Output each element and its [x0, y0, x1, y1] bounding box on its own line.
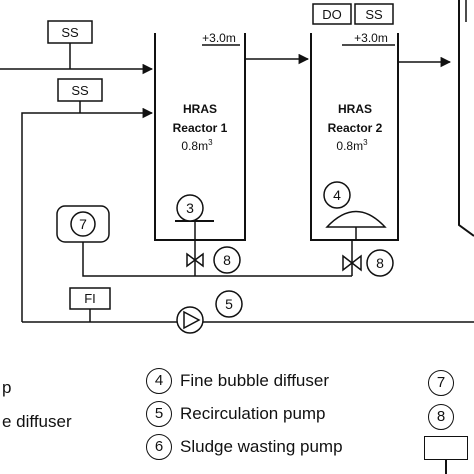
label-3-circle	[176, 194, 204, 222]
label-5: 5	[225, 296, 233, 312]
label-7-circle	[70, 211, 96, 237]
label-5-circle	[215, 290, 243, 318]
recirculation-pump-triangle	[183, 310, 201, 330]
label-8a-circle	[213, 246, 241, 274]
ss-left-sensor-label: SS	[61, 25, 79, 40]
label-8a: 8	[223, 252, 231, 268]
legend-8-circle: 8	[428, 404, 454, 430]
legend-5-circle: 5	[146, 401, 172, 427]
ss-left-sensor-box	[47, 20, 93, 44]
reactor2-volume: 0.8m3	[336, 138, 368, 153]
label-4-circle	[323, 181, 351, 209]
fi-sensor-label: FI	[84, 291, 96, 306]
air-supply-line	[82, 242, 352, 277]
legend-6-circle: 6	[146, 434, 172, 460]
label-4: 4	[333, 187, 341, 203]
reactor1-volume: 0.8m3	[181, 138, 213, 153]
valve-r2-icon	[342, 254, 362, 272]
reactor1-name: Reactor 1	[173, 121, 228, 135]
legend-4-text: Fine bubble diffuser	[180, 371, 330, 390]
label-3: 3	[186, 200, 194, 216]
reactor2-title: HRAS	[338, 102, 372, 116]
reactor1-level-label: +3.0m	[202, 31, 236, 45]
legend-partial-diffuser: e diffuser	[2, 412, 72, 431]
legend-sensor-box	[424, 436, 468, 460]
reactor1-title: HRAS	[183, 102, 217, 116]
ss-r2-sensor-label: SS	[365, 7, 383, 22]
do-sensor-box	[312, 3, 352, 25]
reactor2-level-label: +3.0m	[354, 31, 388, 45]
ss-return-sensor-box	[57, 78, 103, 102]
fi-sensor-box	[69, 287, 111, 310]
legend-5-text: Recirculation pump	[180, 404, 326, 423]
legend-6-text: Sludge wasting pump	[180, 437, 343, 456]
label-8b: 8	[376, 255, 384, 271]
reactor2-diffuser-dome	[325, 210, 387, 228]
reactor2-tank	[310, 33, 399, 241]
valve-r1-icon	[186, 252, 204, 268]
ss-return-sensor-label: SS	[71, 83, 89, 98]
reactor2-name: Reactor 2	[328, 121, 383, 135]
legend-7-circle: 7	[428, 370, 454, 396]
reactor1-tank	[154, 33, 246, 241]
ss-r2-sensor-box	[354, 3, 394, 25]
label-7: 7	[79, 216, 87, 232]
return-line	[21, 107, 154, 322]
legend-4-circle: 4	[146, 368, 172, 394]
do-sensor-label: DO	[322, 7, 342, 22]
clarifier-edge	[458, 0, 474, 237]
legend-partial-pump: p	[2, 378, 12, 397]
legend-sensor-stem	[445, 460, 447, 474]
label-8b-circle	[366, 249, 394, 277]
